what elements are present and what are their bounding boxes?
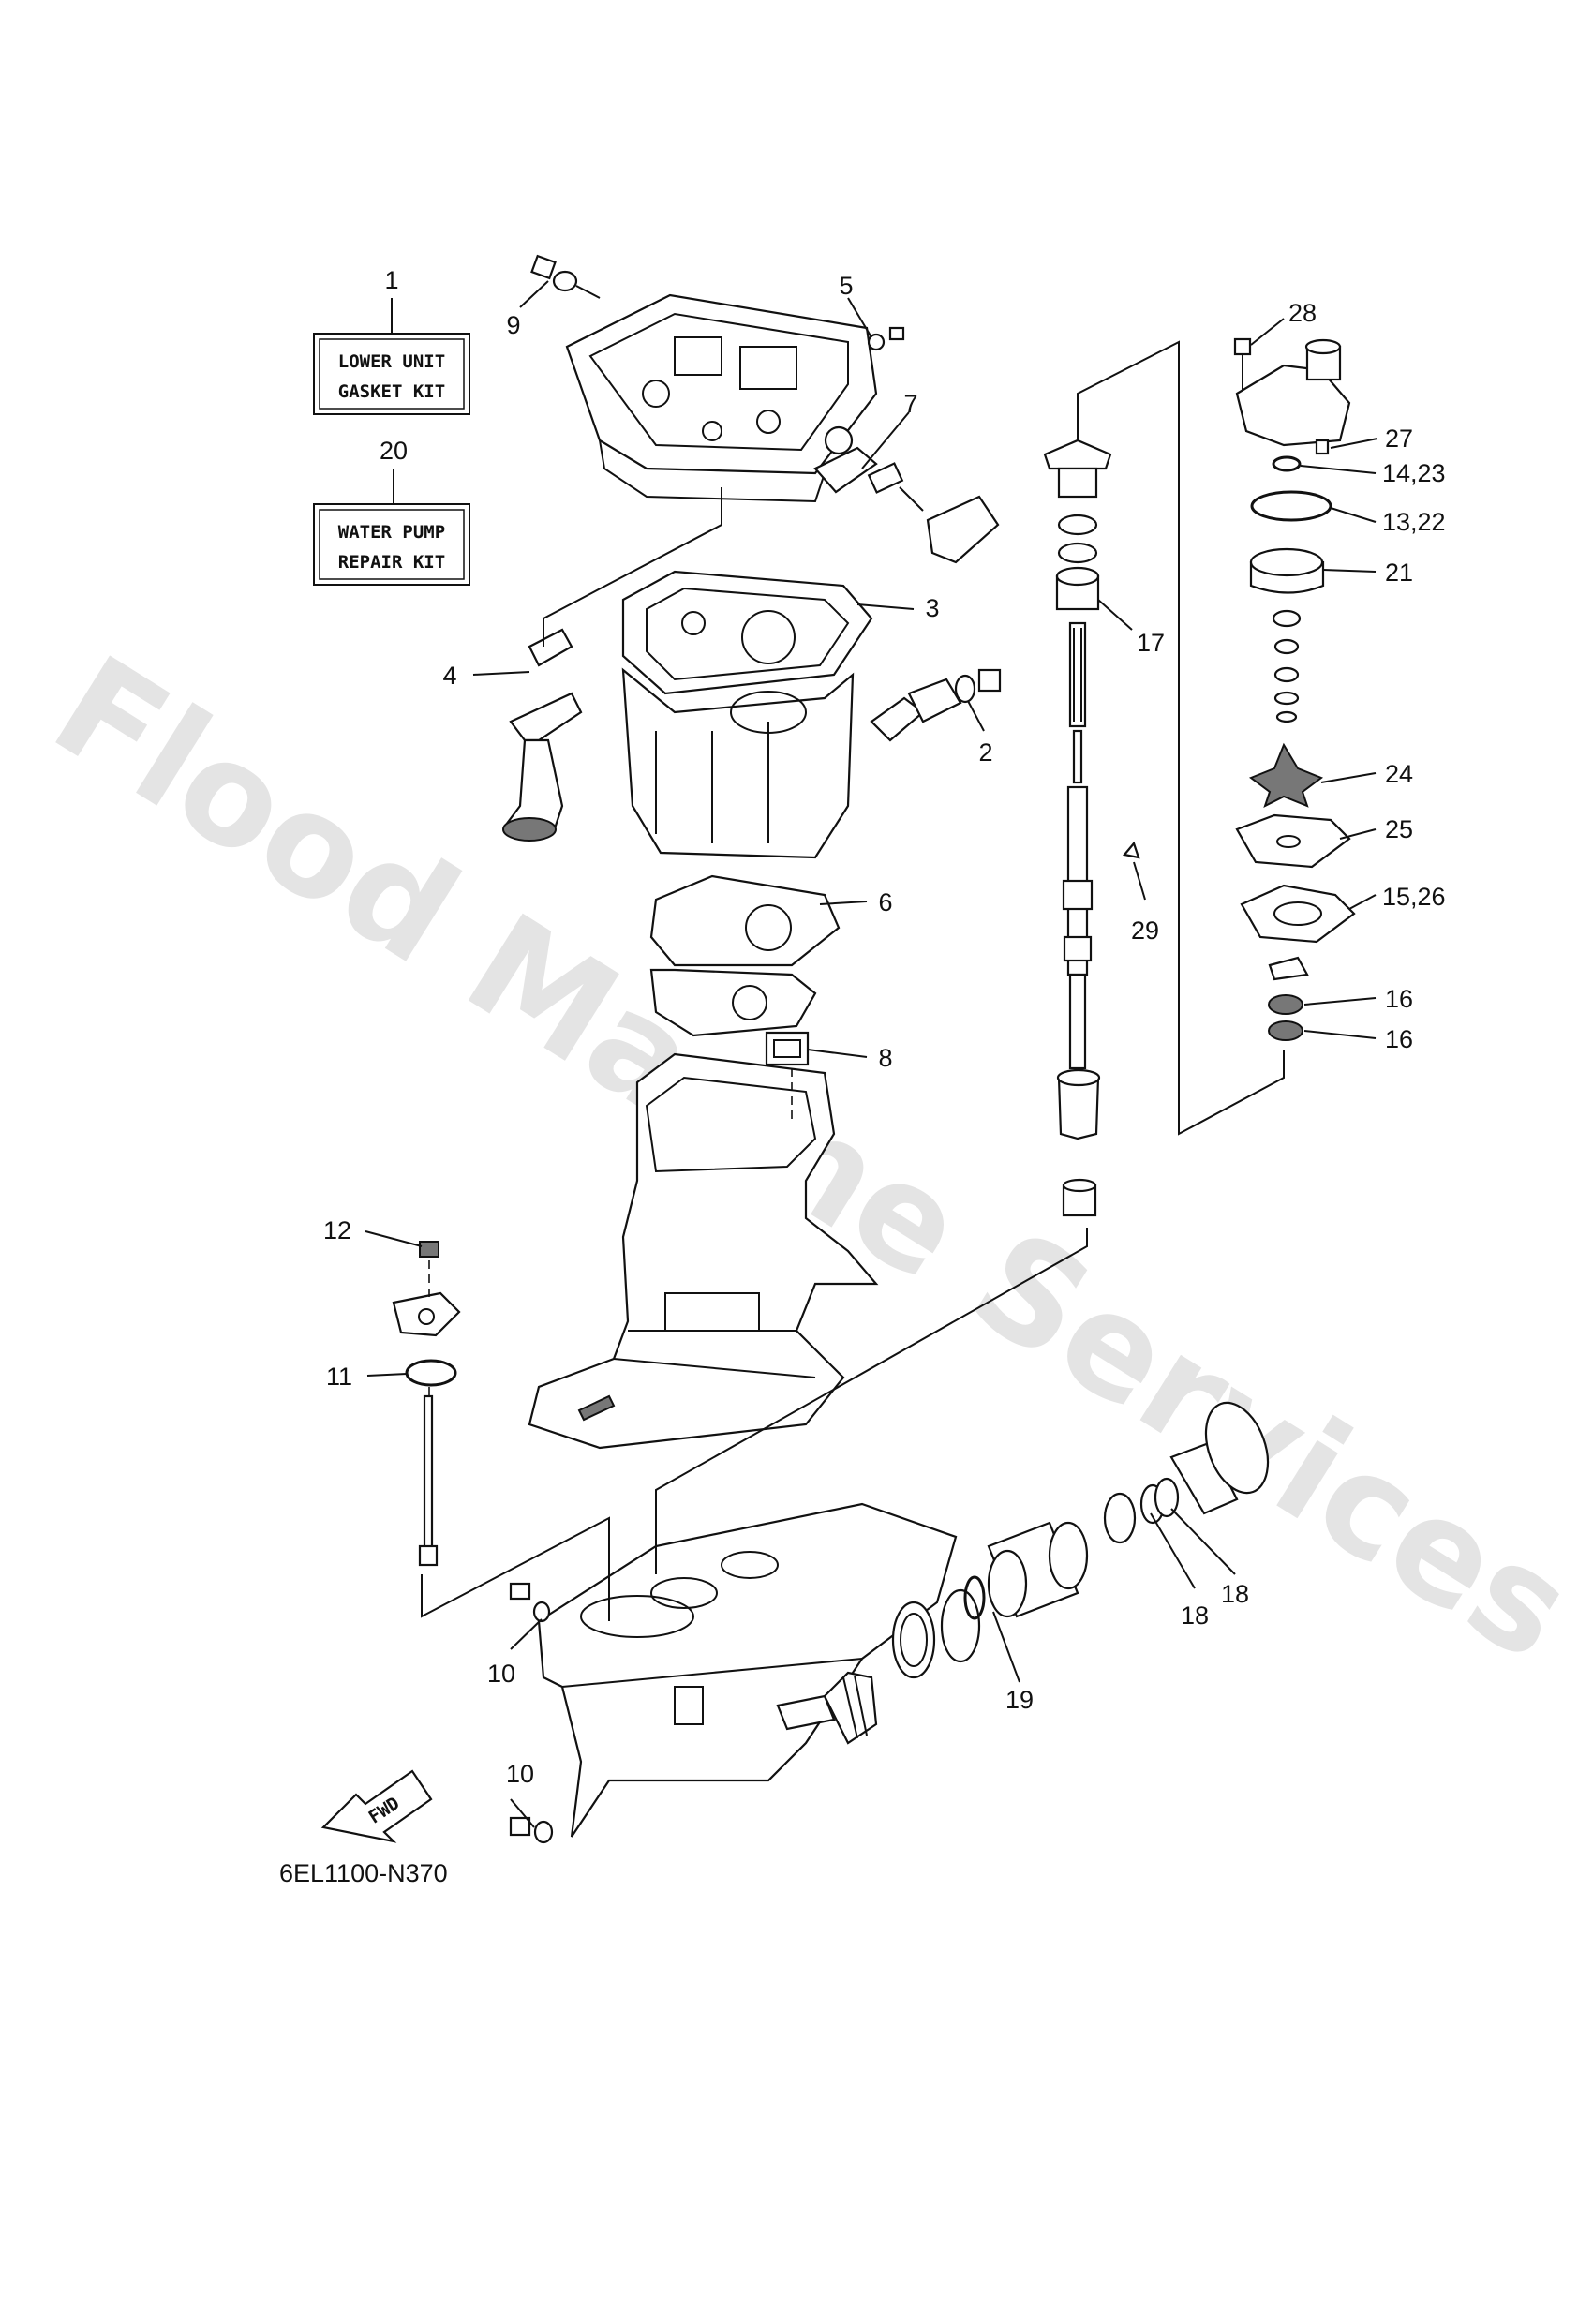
diagram-code: 6EL1100-N370: [279, 1859, 448, 1887]
callout-1: 1: [384, 266, 398, 294]
callout-25: 25: [1385, 815, 1413, 843]
callout-18: 18: [1221, 1580, 1249, 1608]
callouts: 9 5 7 3 4 2 6 8 12 11 10 10 17 29 28 27 …: [323, 272, 1446, 1788]
gasket-cover: [813, 446, 1000, 564]
gasket-6: [649, 874, 841, 1037]
kit-line-2: REPAIR KIT: [338, 552, 445, 573]
propeller-shaft-parts: [823, 1401, 1270, 1745]
callout-8: 8: [878, 1044, 892, 1072]
drain-screw-lower: [509, 1816, 554, 1844]
callout-6: 6: [878, 888, 892, 916]
water-tube: [502, 628, 583, 842]
callout-16: 16: [1385, 1025, 1413, 1053]
upper-casing: [565, 293, 878, 503]
callout-9: 9: [506, 311, 520, 339]
fwd-arrow: FWD: [320, 1769, 433, 1843]
callout-19: 19: [1005, 1686, 1034, 1714]
callout-16: 16: [1385, 985, 1413, 1013]
water-pump-stack: [1233, 337, 1356, 1041]
callout-15-26: 15,26: [1382, 883, 1446, 911]
screw: [867, 326, 905, 351]
kit-lower-unit-gasket: 1 LOWER UNIT GASKET KIT: [313, 266, 470, 415]
callout-20: 20: [380, 437, 408, 465]
exhaust-housing: [528, 1052, 879, 1450]
callout-29: 29: [1131, 916, 1159, 945]
callout-7: 7: [903, 390, 917, 418]
callout-17: 17: [1137, 629, 1165, 657]
gearcase: [537, 1502, 958, 1838]
kit-line-1: LOWER UNIT: [338, 351, 445, 372]
gasket-3: [621, 570, 873, 695]
damper-8: [765, 1031, 810, 1066]
shift-rod-assembly: [392, 1241, 461, 1567]
shift-plunger-parts: [870, 668, 1002, 742]
callout-24: 24: [1385, 760, 1413, 788]
callout-2: 2: [978, 738, 992, 767]
drain-screw-upper: [509, 1582, 551, 1623]
callout-11: 11: [326, 1363, 352, 1391]
callout-5: 5: [839, 272, 853, 300]
lower-casing-body: [621, 667, 855, 859]
callout-21: 21: [1385, 559, 1413, 587]
drive-shaft-assembly: [1043, 439, 1140, 1217]
kit-water-pump-repair: 20 WATER PUMP REPAIR KIT: [313, 437, 470, 586]
callout-12: 12: [323, 1216, 351, 1244]
callout-28: 28: [1288, 299, 1317, 327]
kit-line-1: WATER PUMP: [338, 522, 445, 543]
callout-10: 10: [506, 1760, 534, 1788]
plug-bolt: [530, 254, 601, 299]
callout-14-23: 14,23: [1382, 459, 1446, 487]
leader-lines: [365, 280, 1378, 1828]
callout-27: 27: [1385, 425, 1413, 453]
callout-4: 4: [442, 662, 456, 690]
callout-18: 18: [1181, 1601, 1209, 1630]
callout-3: 3: [925, 594, 939, 622]
kit-line-2: GASKET KIT: [338, 381, 445, 402]
callout-10: 10: [487, 1660, 515, 1688]
callout-13-22: 13,22: [1382, 508, 1446, 536]
